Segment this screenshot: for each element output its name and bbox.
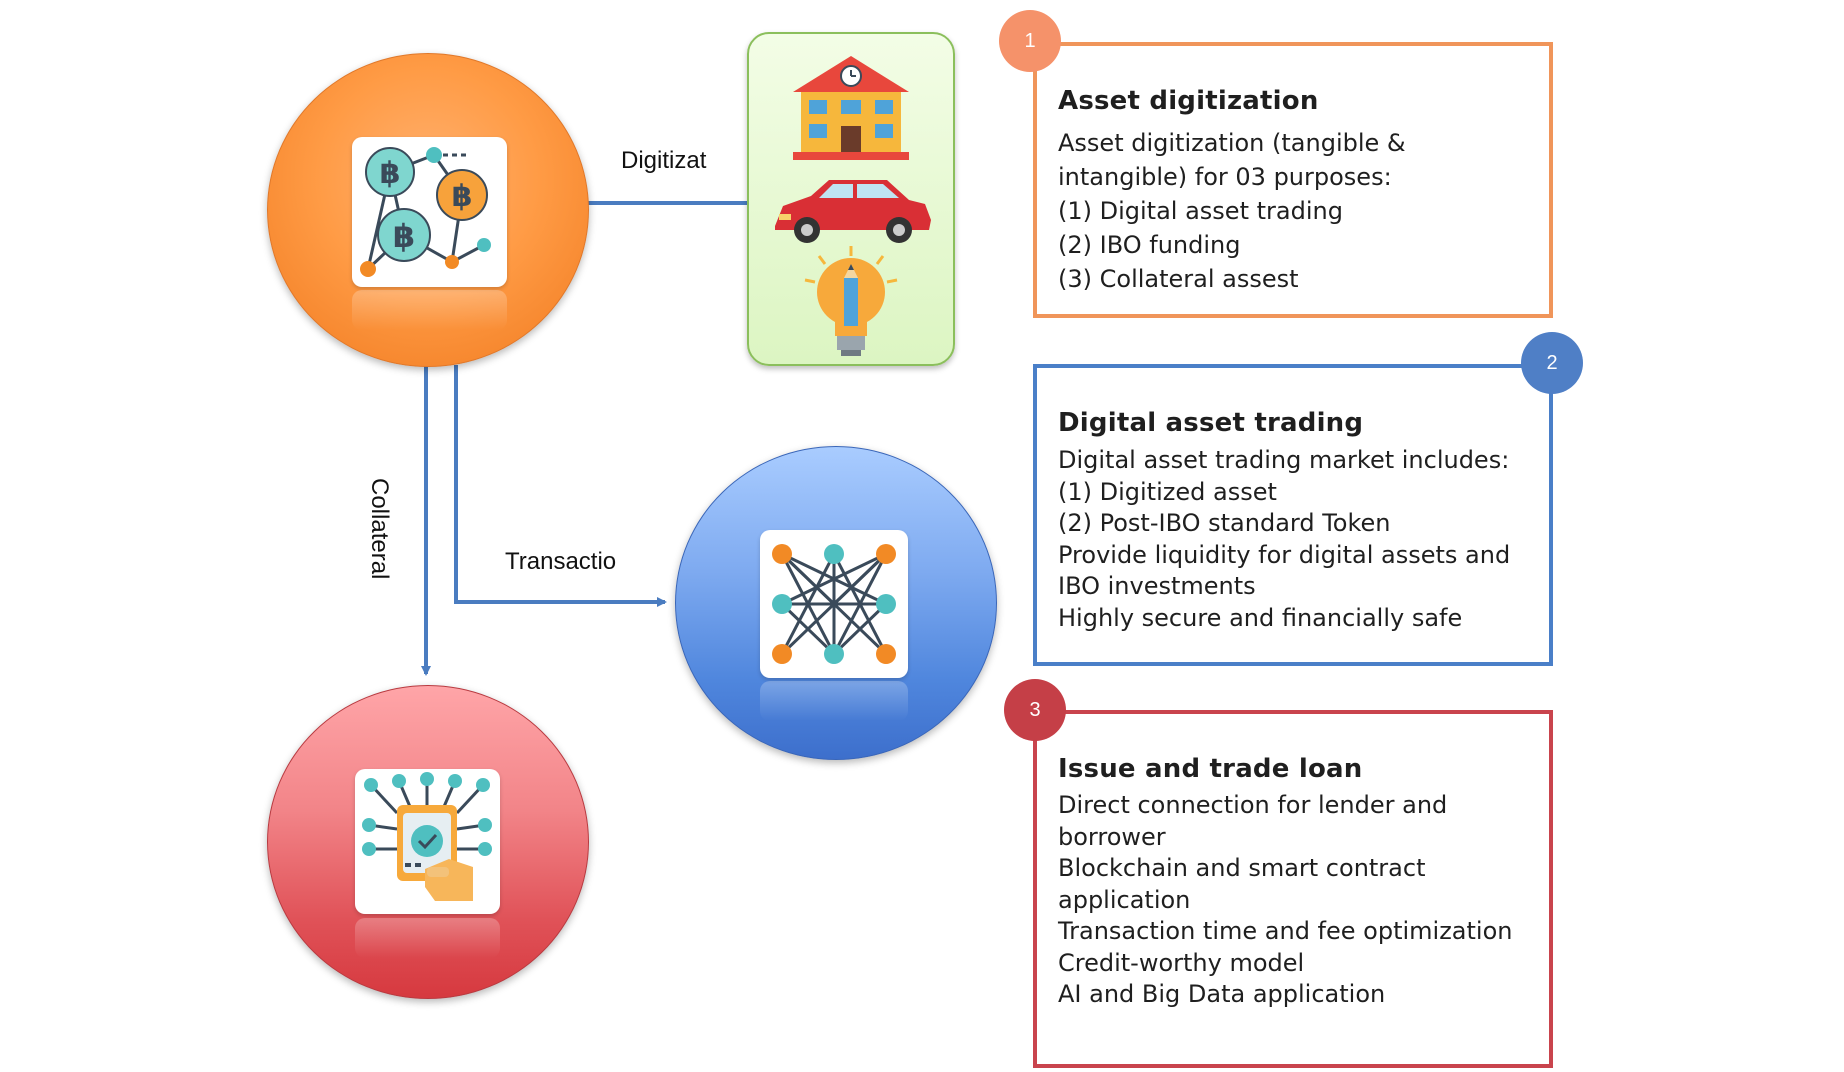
box-line: IBO investments (1058, 572, 1256, 600)
step-badge-1: 1 (999, 10, 1061, 72)
icon-reflection (355, 918, 500, 958)
box-line: Credit-worthy model (1058, 948, 1305, 977)
digital-asset-node: ฿ ฿ ฿ (267, 53, 589, 367)
step-badge-3: 3 (1004, 679, 1066, 741)
svg-text:฿: ฿ (380, 156, 401, 191)
box-lines: Digital asset trading market includes: (… (1058, 445, 1510, 634)
box-line: Blockchain and smart contract (1058, 854, 1426, 882)
asset-digitization-box: Asset digitization Asset digitization (t… (1033, 42, 1553, 318)
step-badge-2: 2 (1521, 332, 1583, 394)
red-car-icon (775, 180, 931, 243)
school-building-icon (793, 56, 909, 160)
transaction-arrow (454, 365, 667, 607)
box-line: AI and Big Data application (1058, 980, 1386, 1008)
icon-reflection (352, 290, 507, 330)
transaction-label: Transactio (505, 548, 617, 575)
box-title: Digital asset trading (1058, 408, 1364, 438)
box-lines: Direct connection for lender and borrowe… (1058, 790, 1513, 1011)
digital-asset-trading-box: Digital asset trading Digital asset trad… (1033, 364, 1553, 666)
box-line: (1) Digital asset trading (1058, 197, 1343, 225)
box-title: Issue and trade loan (1058, 754, 1363, 784)
neural-network-icon (760, 530, 908, 678)
idea-lightbulb-icon (804, 246, 898, 356)
box-line: intangible) for 03 purposes: (1058, 163, 1392, 191)
box-line: application (1058, 885, 1191, 914)
box-line: Highly secure and financially safe (1058, 603, 1463, 632)
box-line: (1) Digitized asset (1058, 477, 1277, 506)
svg-text:฿: ฿ (452, 179, 473, 214)
box-title: Asset digitization (1058, 86, 1319, 116)
box-line: (3) Collateral assest (1058, 265, 1299, 293)
collateral-label: Collateral (366, 478, 393, 580)
svg-text:฿: ฿ (393, 217, 415, 255)
loan-node (267, 685, 589, 999)
smart-contract-hand-icon (355, 769, 500, 914)
box-lines: Asset digitization (tangible & intangibl… (1058, 126, 1406, 296)
asset-types-panel (747, 32, 955, 366)
issue-trade-loan-box: Issue and trade loan Direct connection f… (1033, 710, 1553, 1068)
box-line: Direct connection for lender and (1058, 791, 1448, 819)
box-line: Digital asset trading market includes: (1058, 446, 1510, 474)
box-line: (2) Post-IBO standard Token (1058, 509, 1391, 537)
trading-node (675, 446, 997, 760)
icon-reflection (760, 681, 908, 721)
box-line: borrower (1058, 822, 1166, 851)
bitcoin-network-icon: ฿ ฿ ฿ (352, 137, 507, 287)
box-line: Provide liquidity for digital assets and (1058, 540, 1511, 569)
box-line: (2) IBO funding (1058, 231, 1241, 259)
box-line: Asset digitization (tangible & (1058, 129, 1406, 157)
digitize-label: Digitizat (621, 147, 707, 174)
box-line: Transaction time and fee optimization (1058, 917, 1513, 945)
